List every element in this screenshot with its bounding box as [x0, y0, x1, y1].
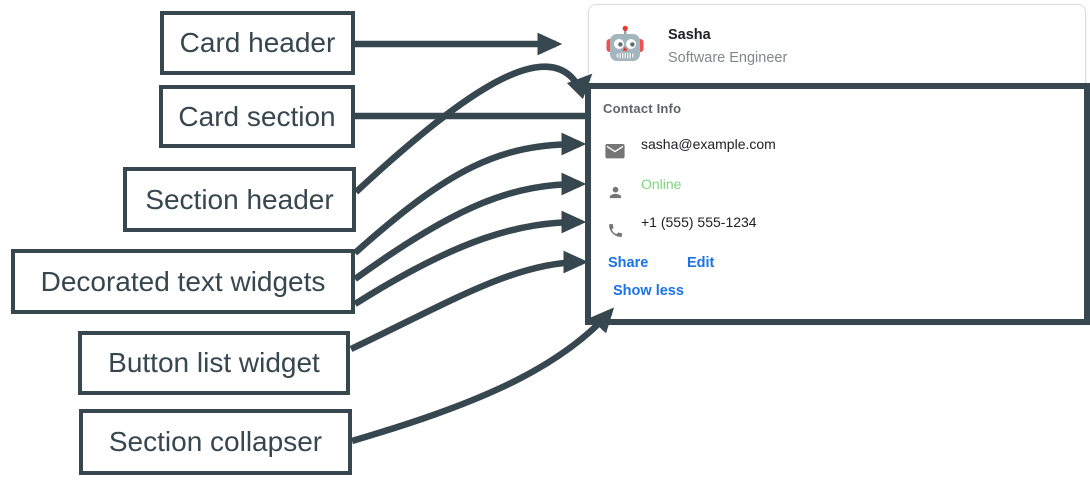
label-section-header: Section header: [123, 167, 356, 232]
share-button[interactable]: Share: [608, 255, 649, 271]
arrow-decorated-phone: [353, 210, 587, 307]
label-card-section: Card section: [159, 85, 355, 148]
section-header-text: Contact Info: [603, 101, 682, 116]
arrow-button-list: [349, 250, 589, 352]
decorated-text-status: Online: [603, 173, 682, 199]
robot-avatar-icon: [606, 25, 644, 61]
show-less-button[interactable]: Show less: [613, 283, 684, 299]
card-header-name: Sasha: [668, 27, 711, 43]
arrow-decorated-online: [353, 172, 587, 282]
status-text: Online: [641, 176, 682, 192]
arrow-decorated-email: [352, 132, 587, 256]
decorated-text-phone: +1 (555) 555-1234: [603, 211, 757, 237]
label-button-list-widget: Button list widget: [78, 331, 350, 395]
contact-card: Sasha Software Engineer Contact Info sas…: [588, 4, 1086, 324]
card-header-subtitle: Software Engineer: [668, 50, 788, 66]
arrow-section-header: [353, 63, 593, 195]
label-decorated-text-widgets: Decorated text widgets: [11, 249, 355, 314]
arrow-section-collapser: [351, 307, 615, 445]
label-card-header: Card header: [160, 11, 355, 75]
decorated-text-email: sasha@example.com: [603, 133, 776, 159]
email-text: sasha@example.com: [641, 136, 776, 152]
phone-text: +1 (555) 555-1234: [641, 214, 757, 230]
label-section-collapser: Section collapser: [79, 409, 352, 475]
edit-button[interactable]: Edit: [687, 255, 715, 271]
